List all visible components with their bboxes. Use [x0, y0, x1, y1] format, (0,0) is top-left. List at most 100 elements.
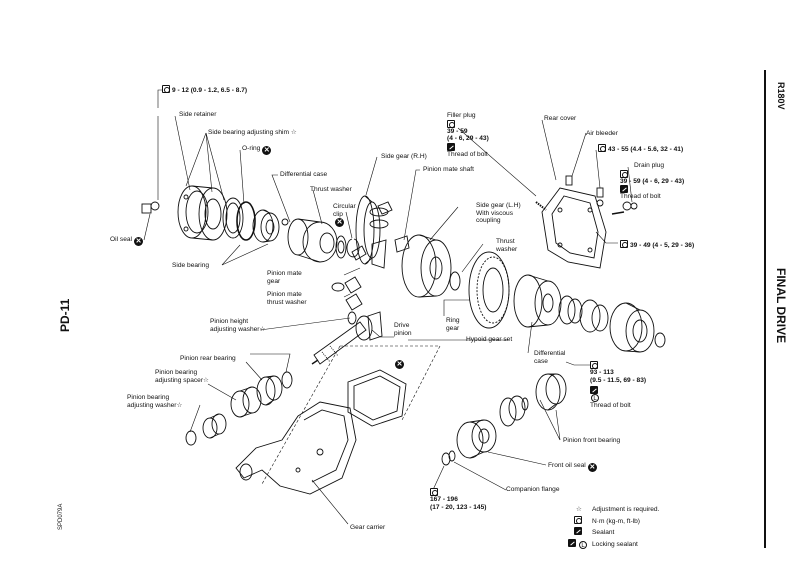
- filler-plug-callout: Filler plug 39 - 59 (4 - 6, 29 - 43) Thr…: [447, 112, 489, 158]
- differential-case-2-part: [513, 274, 562, 328]
- torque-side-retainer: 9 - 12 (0.9 - 1.2, 6.5 - 8.7): [162, 85, 247, 95]
- o-ring-label: O-ring: [242, 145, 261, 152]
- nm-icon: [574, 515, 582, 524]
- side-retainer-label: Side retainer: [179, 111, 217, 118]
- pinion-mate-gear-label: Pinion mate gear: [267, 270, 302, 285]
- nm-icon: [620, 169, 628, 178]
- drain-plug-label: Drain plug: [634, 162, 665, 169]
- drain-plug-part: [611, 201, 638, 215]
- side-retainer-part: [177, 185, 228, 241]
- pinion-mate-thrust-line-2: thrust washer: [267, 298, 307, 306]
- page-number: PD-11: [58, 298, 72, 332]
- locking-mark-icon: L: [579, 540, 587, 549]
- torque-value: 43 - 55 (4.4 - 5.6, 32 - 41): [608, 146, 684, 153]
- gear-carrier-part: [235, 401, 357, 495]
- torque-value: 93 - 113: [590, 369, 614, 376]
- front-oil-seal-part: [456, 419, 497, 459]
- pinion-spacer-label: Pinion bearing adjusting spacer☆: [155, 369, 209, 384]
- legend-text: N·m (kg-m, ft-lb): [592, 517, 640, 525]
- locking-mark-icon: L: [591, 394, 599, 403]
- pinion-washer-line-1: Pinion bearing: [127, 394, 170, 401]
- rear-cover-part: [535, 175, 607, 269]
- circular-clip-line-2: clip: [333, 210, 343, 218]
- circular-clip-part: [346, 238, 360, 258]
- pinion-rear-bearing-label: Pinion rear bearing: [180, 355, 236, 362]
- thrust-washer-2-part: [449, 271, 461, 291]
- side-gear-lh-line-1: Side gear (L.H): [476, 202, 521, 209]
- pinion-mate-gears-part: [331, 201, 410, 311]
- thrust-washer-2-line-1: Thrust: [496, 238, 515, 245]
- ring-gear-part: [468, 251, 510, 329]
- torque-value: 167 - 196: [430, 496, 458, 503]
- companion-nut-callout: 167 - 196 (17 - 20, 123 - 145): [430, 488, 486, 511]
- legend-text: Sealant: [592, 529, 615, 536]
- side-bearing-shim-label: Side bearing adjusting shim ☆: [208, 129, 297, 136]
- legend-text: Locking sealant: [592, 540, 638, 548]
- side-bearing-label: Side bearing: [172, 262, 210, 269]
- drive-pinion-line-1: Drive: [394, 322, 410, 329]
- differential-case-label: Differential case: [280, 171, 328, 178]
- pinion-mate-gear-line-1: Pinion mate: [267, 270, 302, 277]
- torque-value: 39 - 59 (4 - 6, 29 - 43): [620, 177, 685, 185]
- thrust-washer-2-line-2: washer: [496, 245, 518, 253]
- drive-pinion-part: [311, 311, 383, 365]
- front-oil-seal-label: Front oil seal: [548, 462, 586, 469]
- torque-value: (9.5 - 11.5, 69 - 83): [590, 376, 647, 384]
- differential-case-2-line-2: case: [534, 357, 548, 365]
- nm-icon: [162, 85, 170, 93]
- oil-seal-label-wrap: Oil seal✕: [110, 236, 143, 246]
- torque-cover-lower: 39 - 49 (4 - 5, 29 - 36): [620, 240, 694, 250]
- thrust-washer-2-label: Thrust washer: [496, 238, 517, 253]
- air-bleeder-part: [596, 187, 604, 207]
- torque-value: (17 - 20, 123 - 145): [430, 503, 487, 511]
- companion-flange-label: Companion flange: [506, 486, 560, 493]
- torque-value: 9 - 12 (0.9 - 1.2, 6.5 - 8.7): [172, 87, 248, 94]
- pinion-washer-part: [185, 413, 227, 446]
- torque-value: (4 - 6, 29 - 43): [447, 135, 489, 143]
- pinion-mate-gear-line-2: gear: [267, 277, 281, 285]
- pinion-spacer-line-1: Pinion bearing: [155, 369, 198, 376]
- pinion-height-shim-line-1: Pinion height: [210, 318, 249, 325]
- replace-icon: ✕: [262, 146, 272, 155]
- side-gear-rh-part: [355, 195, 381, 265]
- legend-text: Adjustment is required.: [592, 506, 660, 513]
- circular-clip-label: Circular clip✕: [333, 203, 356, 228]
- o-ring-label-wrap: O-ring✕: [242, 145, 272, 155]
- o-ring-part: [236, 201, 256, 241]
- differential-case-part: [281, 218, 338, 263]
- leader-lines: [143, 89, 633, 525]
- drain-plug-callout: Drain plug 39 - 59 (4 - 6, 29 - 43) Thre…: [620, 162, 684, 201]
- side-gear-lh-line-3: coupling: [476, 217, 501, 225]
- thread-of-bolt-label: Thread of bolt: [620, 193, 661, 201]
- side-retainer-2-part: [579, 299, 666, 353]
- circular-clip-line-1: Circular: [333, 203, 356, 210]
- pinion-spacer-line-2: adjusting spacer☆: [155, 376, 209, 384]
- ring-gear-line-1: Ring: [446, 317, 460, 324]
- rear-cover-label: Rear cover: [544, 115, 577, 122]
- legend-row-sealant: Sealant: [568, 527, 659, 539]
- gasket-replace-mark: ✕: [393, 359, 404, 369]
- side-bearing-2-part: [558, 295, 583, 325]
- hypoid-bolt-callout: 93 - 113 (9.5 - 11.5, 69 - 83) L Thread …: [590, 361, 646, 410]
- sealant-icon: [620, 185, 628, 194]
- figure-id: SPD079A: [58, 503, 64, 530]
- thread-of-bolt-label: Thread of bolt: [590, 402, 631, 410]
- front-oil-seal-label-wrap: Front oil seal✕: [548, 462, 597, 472]
- torque-value: 39 - 49 (4 - 5, 29 - 36): [630, 242, 695, 249]
- ring-gear-line-2: gear: [446, 324, 460, 332]
- pinion-front-bearing-label: Pinion front bearing: [563, 437, 621, 444]
- pinion-washer-label: Pinion bearing adjusting washer☆: [127, 394, 182, 409]
- drive-pinion-line-2: pinion: [394, 329, 412, 337]
- legend-row-adjustment: ☆ Adjustment is required.: [568, 505, 659, 516]
- legend-row-torque: N·m (kg-m, ft-lb): [568, 515, 659, 528]
- locking-sealant-icon: [590, 386, 598, 395]
- star-icon: ☆: [576, 506, 582, 513]
- side-gear-lh-line-2: With viscous: [476, 209, 514, 217]
- oil-seal-label: Oil seal: [110, 236, 132, 243]
- air-bleeder-label: Air bleeder: [586, 130, 618, 137]
- torque-cover-bolt: 43 - 55 (4.4 - 5.6, 32 - 41): [598, 144, 683, 154]
- section-code: R180V: [776, 82, 786, 110]
- pinion-height-shim-line-2: adjusting washer☆: [210, 325, 266, 333]
- thrust-washer-part: [335, 235, 347, 259]
